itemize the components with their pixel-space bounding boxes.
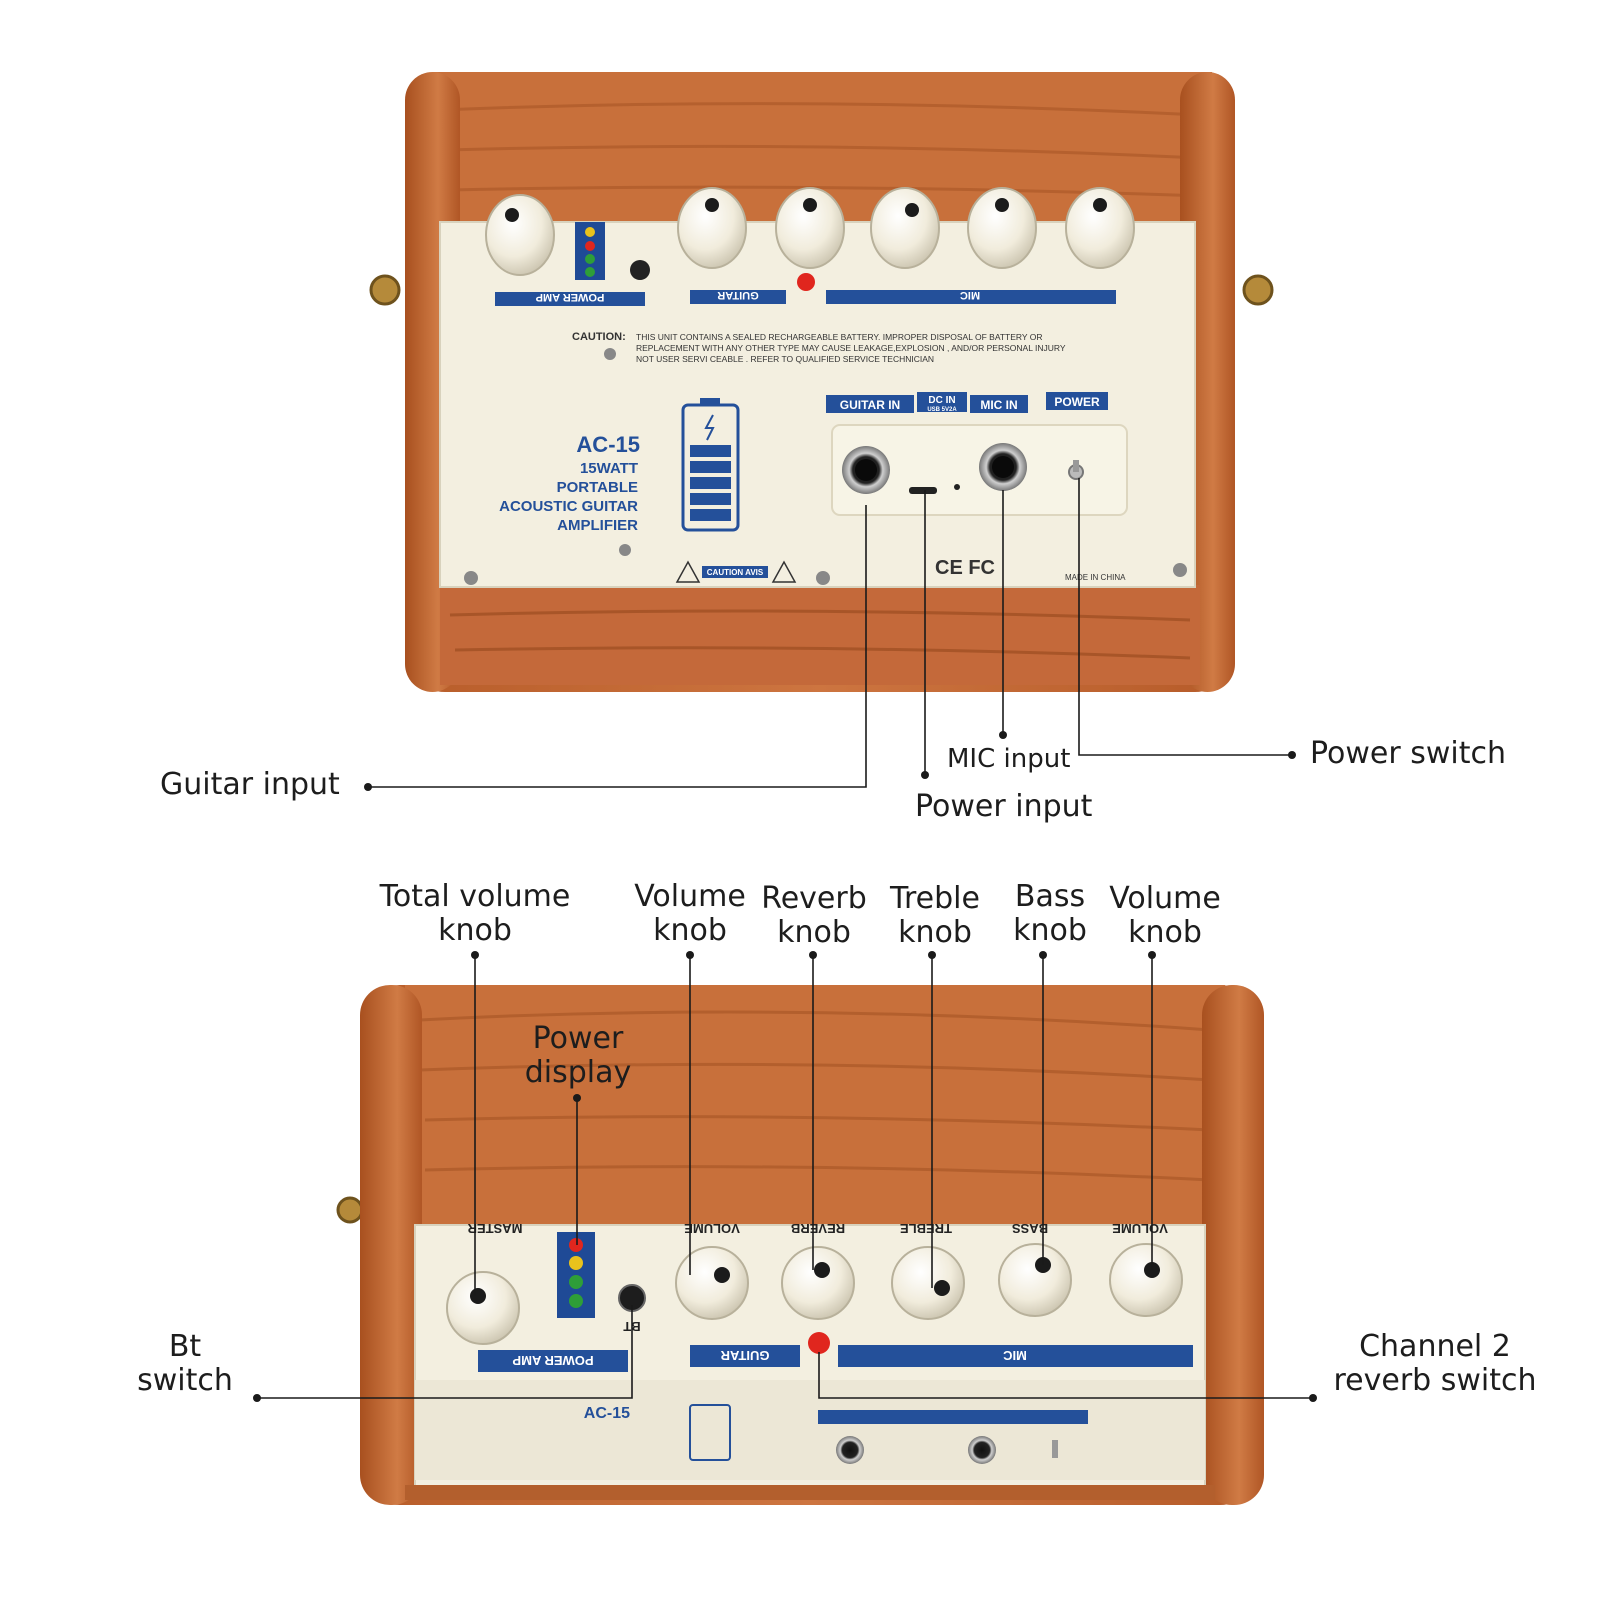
bottom-callout-dots [253,951,1317,1402]
cert-marks: CE FC [935,557,995,579]
model-line-2: PORTABLE [557,479,638,496]
bottom-strip-power-amp: POWER AMP [512,1353,593,1368]
top-amplifier: POWER AMP GUITAR MIC CAUTION: THIS UNIT … [369,72,1274,692]
top-strip-power-amp: POWER AMP [536,291,605,303]
callout-power-switch: Power switch [1310,736,1507,771]
top-reverb-switch [797,273,815,291]
led-yellow [569,1256,583,1270]
caution-title: CAUTION: [572,331,626,343]
jack-label-mic-in: MIC IN [980,398,1017,412]
knob-label-master: MASTER [467,1221,523,1236]
top-knobs [485,187,1135,276]
bottom-knobs [446,1243,1183,1345]
warning-tag: CAUTION AVIS [707,568,764,577]
model-line-4: AMPLIFIER [557,517,638,534]
bottom-callout-lines [257,955,1313,1399]
master-knob [446,1271,520,1345]
reverb-knob [781,1246,855,1320]
left-side-screw [369,274,401,306]
top-callout-lines [368,478,1292,788]
top-bt-button [630,260,650,280]
jack-label-dc-sub: USB 5V2A [927,407,957,413]
caution-line-3: NOT USER SERVI CEABLE . REFER TO QUALIFI… [636,354,934,364]
volume-knob-2 [1109,1243,1183,1317]
battery-icon [681,398,740,532]
warning-triangles: CAUTION AVIS [675,560,797,583]
led-green-2 [569,1294,583,1308]
bottom-left-side-screw [336,1196,364,1224]
top-callout-dots [364,731,1296,791]
jack-label-guitar-in: GUITAR IN [840,398,900,412]
top-strip-guitar: GUITAR [717,289,758,301]
knob-label-reverb: REVERB [791,1221,845,1236]
bottom-strip-guitar: GUITAR [720,1348,769,1363]
right-side-screw [1242,274,1274,306]
top-strip-mic: MIC [960,289,980,301]
made-in: MADE IN CHINA [1065,573,1126,582]
bottom-amplifier: MASTER VOLUME REVERB TREBLE BASS VOLUME [336,985,1264,1505]
jack-label-power: POWER [1054,395,1100,409]
bottom-left-rail [360,985,422,1505]
caution-line-1: THIS UNIT CONTAINS A SEALED RECHARGEABLE… [636,332,1043,342]
knob-label-bass: BASS [1012,1221,1048,1236]
dc-input-port [909,487,937,494]
callout-power-input: Power input [915,789,1093,824]
caution-line-2: REPLACEMENT WITH ANY OTHER TYPE MAY CAUS… [636,343,1066,353]
bottom-model-name: AC-15 [584,1405,630,1422]
model-line-1: 15WATT [580,460,638,477]
led-green-1 [569,1275,583,1289]
channel-2-reverb-switch [808,1332,830,1354]
led-red [569,1238,583,1252]
bass-knob [998,1243,1072,1317]
knob-label-volume-2: VOLUME [1112,1221,1168,1236]
knob-label-treble: TREBLE [900,1221,952,1236]
model-name: AC-15 [576,432,640,457]
knob-label-volume-1: VOLUME [684,1221,740,1236]
callout-mic-input: MIC input [947,744,1071,774]
knob-name-labels: MASTER VOLUME REVERB TREBLE BASS VOLUME [467,1221,1168,1236]
bottom-right-rail [1202,985,1264,1505]
jack-label-dc-in: DC IN [928,395,955,406]
treble-knob [891,1246,965,1320]
model-line-3: ACOUSTIC GUITAR [499,498,638,515]
callout-guitar-input: Guitar input [160,767,340,802]
volume-knob-1 [675,1246,749,1320]
bottom-strip-mic: MIC [1002,1348,1026,1363]
